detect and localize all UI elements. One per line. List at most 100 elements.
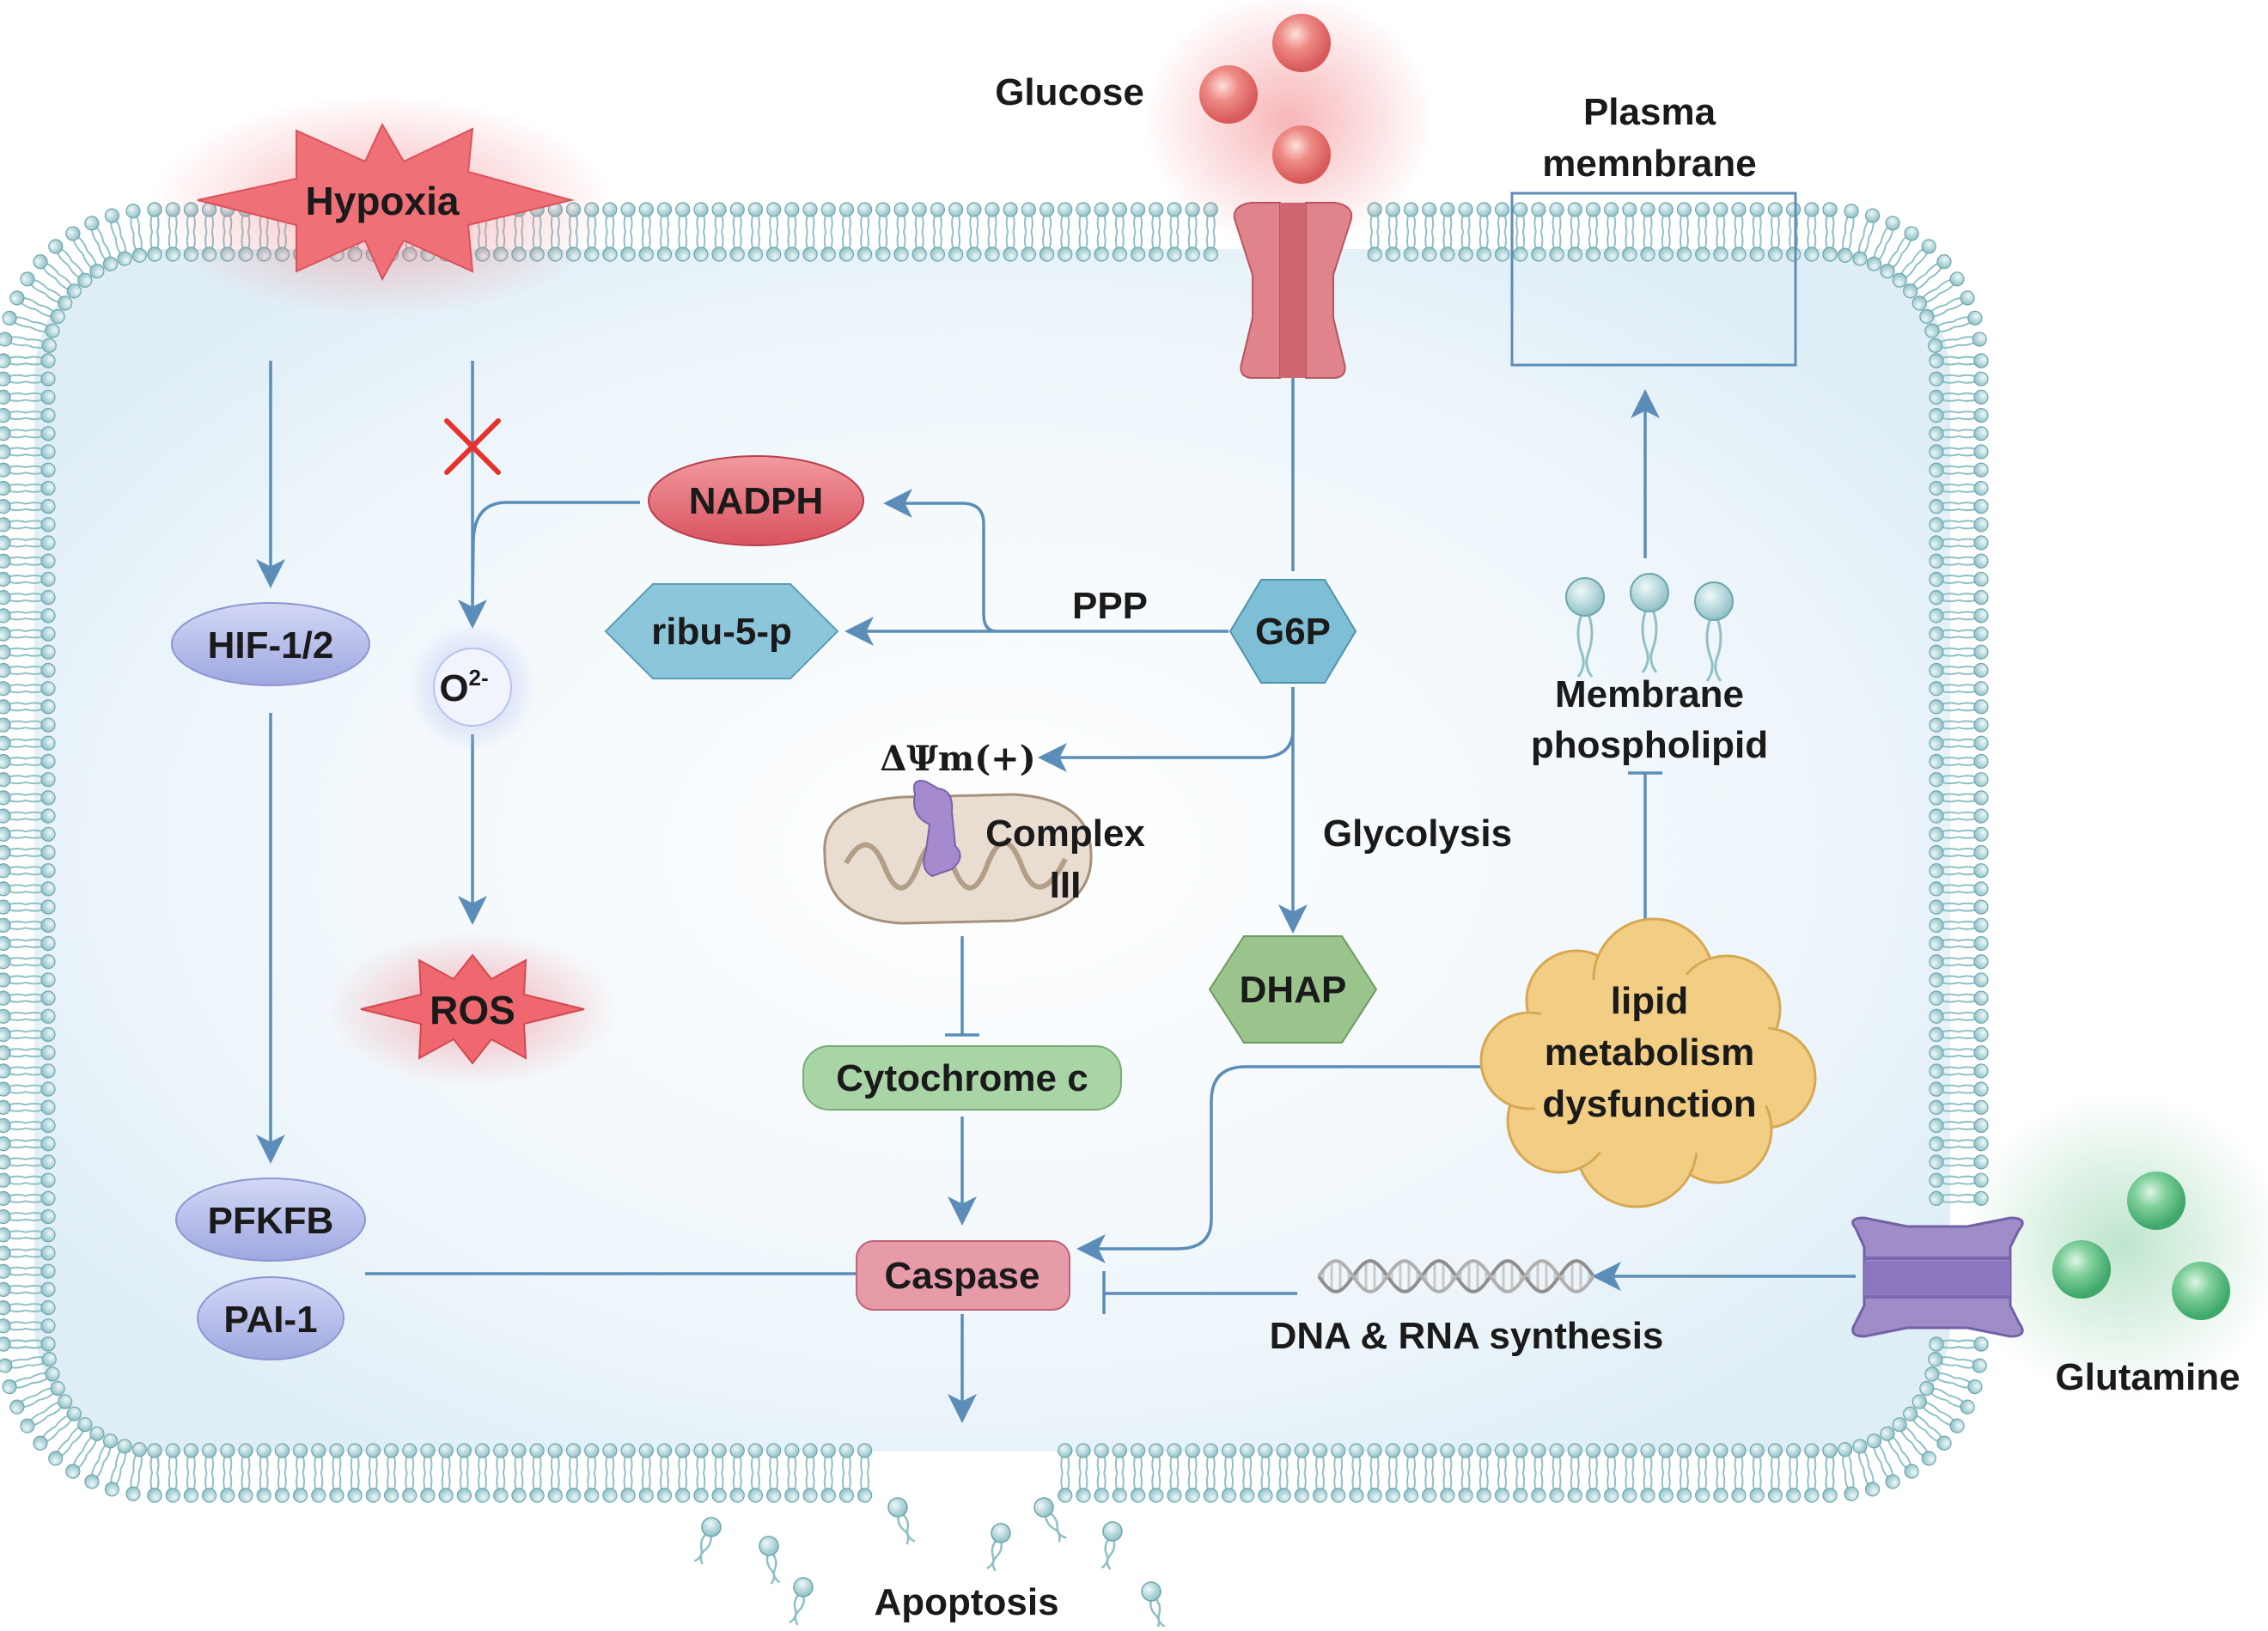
lipid-icon bbox=[1476, 231, 1491, 262]
lipid-icon bbox=[1567, 202, 1582, 233]
lipid-icon bbox=[1003, 231, 1018, 262]
lipid-icon bbox=[1929, 535, 1960, 551]
lipid-icon bbox=[1958, 1117, 1989, 1134]
lipid-icon bbox=[1958, 899, 1989, 915]
lipid-icon bbox=[1958, 535, 1989, 551]
lipid-icon bbox=[1440, 231, 1455, 262]
lipid-icon bbox=[1929, 772, 1960, 788]
lipid-icon bbox=[402, 1472, 418, 1503]
lipid-icon bbox=[238, 1472, 253, 1503]
lipid-icon bbox=[1929, 1008, 1960, 1024]
lipid-icon bbox=[25, 1136, 56, 1152]
lipid-icon bbox=[675, 1443, 691, 1474]
hif-label: HIF-1/2 bbox=[208, 624, 334, 666]
lipid-icon bbox=[256, 1443, 271, 1474]
lipid-icon bbox=[0, 881, 27, 897]
lipid-icon bbox=[784, 202, 800, 233]
lipid-icon bbox=[274, 1443, 290, 1474]
lipid-icon bbox=[0, 1081, 27, 1097]
lipid-icon bbox=[84, 1459, 105, 1489]
lipid-icon bbox=[0, 1045, 27, 1061]
lipid-icon bbox=[82, 1426, 105, 1455]
lipid-icon bbox=[0, 644, 27, 660]
lipid-icon bbox=[1929, 1099, 1960, 1115]
lipid-icon bbox=[220, 1443, 235, 1474]
lipid-icon bbox=[48, 239, 73, 266]
lipid-icon bbox=[766, 1443, 782, 1474]
lipid-icon bbox=[25, 571, 56, 587]
lipid-icon bbox=[1203, 231, 1218, 262]
lipid-icon bbox=[25, 1008, 56, 1024]
lipid-icon bbox=[1911, 239, 1936, 266]
lipid-icon bbox=[347, 1472, 363, 1503]
lipid-icon bbox=[1929, 1190, 1960, 1206]
lipid-icon bbox=[1945, 290, 1975, 311]
lipid-icon bbox=[25, 444, 56, 459]
lipid-icon bbox=[456, 1472, 472, 1503]
lipid-icon bbox=[1822, 202, 1838, 233]
plasma-membrane-label: memnbrane bbox=[1542, 143, 1756, 185]
lipid-icon bbox=[893, 231, 909, 262]
lipid-icon bbox=[365, 1472, 381, 1503]
lipid-icon bbox=[1903, 273, 1930, 299]
lipid-icon bbox=[1422, 231, 1437, 262]
lipid-icon bbox=[547, 1472, 563, 1503]
lipid-icon bbox=[84, 216, 105, 246]
lipid-icon bbox=[402, 1443, 418, 1474]
lipid-icon bbox=[729, 231, 745, 262]
lipid-icon bbox=[602, 231, 618, 262]
lipid-icon bbox=[1911, 1394, 1941, 1417]
lipid-icon bbox=[220, 1472, 235, 1503]
lipid-icon bbox=[0, 954, 27, 970]
lipid-icon bbox=[54, 1406, 82, 1432]
lipid-icon bbox=[20, 271, 49, 295]
lipid-icon bbox=[201, 1443, 217, 1474]
lipid-icon bbox=[1929, 517, 1960, 533]
lipid-icon bbox=[25, 590, 56, 606]
lipid-icon bbox=[1403, 202, 1419, 233]
lipid-icon bbox=[1549, 1443, 1564, 1474]
lipid-icon bbox=[820, 202, 836, 233]
lipid-icon bbox=[54, 273, 82, 299]
lipid-icon bbox=[25, 844, 56, 861]
lipid-icon bbox=[1929, 1154, 1960, 1170]
lipid-icon bbox=[620, 202, 636, 233]
lipid-icon bbox=[1731, 202, 1747, 233]
lipid-icon bbox=[565, 1443, 582, 1474]
lipid-icon bbox=[104, 1466, 122, 1497]
lipid-icon bbox=[0, 608, 27, 624]
lipid-icon bbox=[1549, 1472, 1564, 1503]
lipid-icon bbox=[1149, 231, 1164, 262]
lipid-icon bbox=[25, 517, 56, 533]
lipid-icon bbox=[1658, 231, 1674, 262]
lipid-icon bbox=[125, 1470, 141, 1501]
lipid-icon bbox=[1276, 1443, 1291, 1474]
lipid-icon bbox=[1494, 1443, 1510, 1474]
lipid-icon bbox=[1494, 1472, 1510, 1503]
lipid-icon bbox=[0, 1336, 27, 1352]
lipid-icon bbox=[311, 1443, 326, 1474]
lipid-icon bbox=[347, 1443, 363, 1474]
lipid-icon bbox=[48, 1439, 73, 1466]
lipid-icon bbox=[838, 1443, 855, 1474]
lipid-icon bbox=[1513, 231, 1528, 262]
lipid-icon bbox=[97, 1433, 119, 1464]
lipid-icon bbox=[1440, 202, 1455, 233]
lipid-icon bbox=[1958, 1081, 1989, 1097]
lipid-icon bbox=[1767, 1472, 1783, 1503]
lipid-icon bbox=[875, 202, 891, 233]
lipid-icon bbox=[0, 699, 27, 715]
lipid-icon bbox=[511, 1472, 527, 1503]
lipid-icon bbox=[1958, 954, 1989, 970]
lipid-icon bbox=[33, 254, 60, 279]
lipid-icon bbox=[1149, 1472, 1164, 1503]
lipid-icon bbox=[1844, 204, 1859, 234]
lipid-icon bbox=[1149, 1443, 1164, 1474]
lipid-icon bbox=[9, 290, 40, 311]
lipid-icon bbox=[729, 1443, 745, 1474]
lipid-icon bbox=[125, 204, 141, 234]
lipid-icon bbox=[656, 1472, 673, 1503]
lipid-icon bbox=[25, 480, 56, 496]
lipid-icon bbox=[474, 1443, 491, 1474]
lipid-icon bbox=[165, 1472, 180, 1503]
